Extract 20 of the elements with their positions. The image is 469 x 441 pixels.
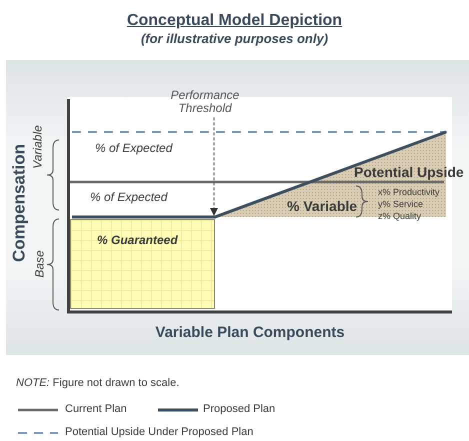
axis-title: Variable Plan Components xyxy=(154,325,346,342)
legend-label: Potential Upside Under Proposed Plan xyxy=(65,426,254,438)
legend-label: Proposed Plan xyxy=(203,403,276,416)
subtitle: (for illustrative purposes only) xyxy=(140,32,330,46)
leader-arrow xyxy=(210,116,218,216)
component-label: y% Service xyxy=(378,200,424,210)
axis-title: Compensation xyxy=(10,144,30,262)
component-label: z% Quality xyxy=(378,212,422,222)
component-label: x% Productivity xyxy=(378,188,440,198)
note: NOTE: Figure not drawn to scale. xyxy=(16,377,180,390)
title: Conceptual Model Depiction xyxy=(126,12,344,30)
threshold-label: Performance Threshold xyxy=(150,89,260,116)
region-label: % of Expected xyxy=(90,191,168,204)
axis-label: Variable xyxy=(31,125,45,169)
region-label: Potential Upside xyxy=(354,165,464,180)
axis-label: Base xyxy=(33,250,47,278)
guaranteed-box: % Guaranteed xyxy=(70,219,215,309)
legend-label: Current Plan xyxy=(65,403,127,416)
region-label: % of Expected xyxy=(95,142,172,156)
region-label: % Variable xyxy=(287,199,358,214)
